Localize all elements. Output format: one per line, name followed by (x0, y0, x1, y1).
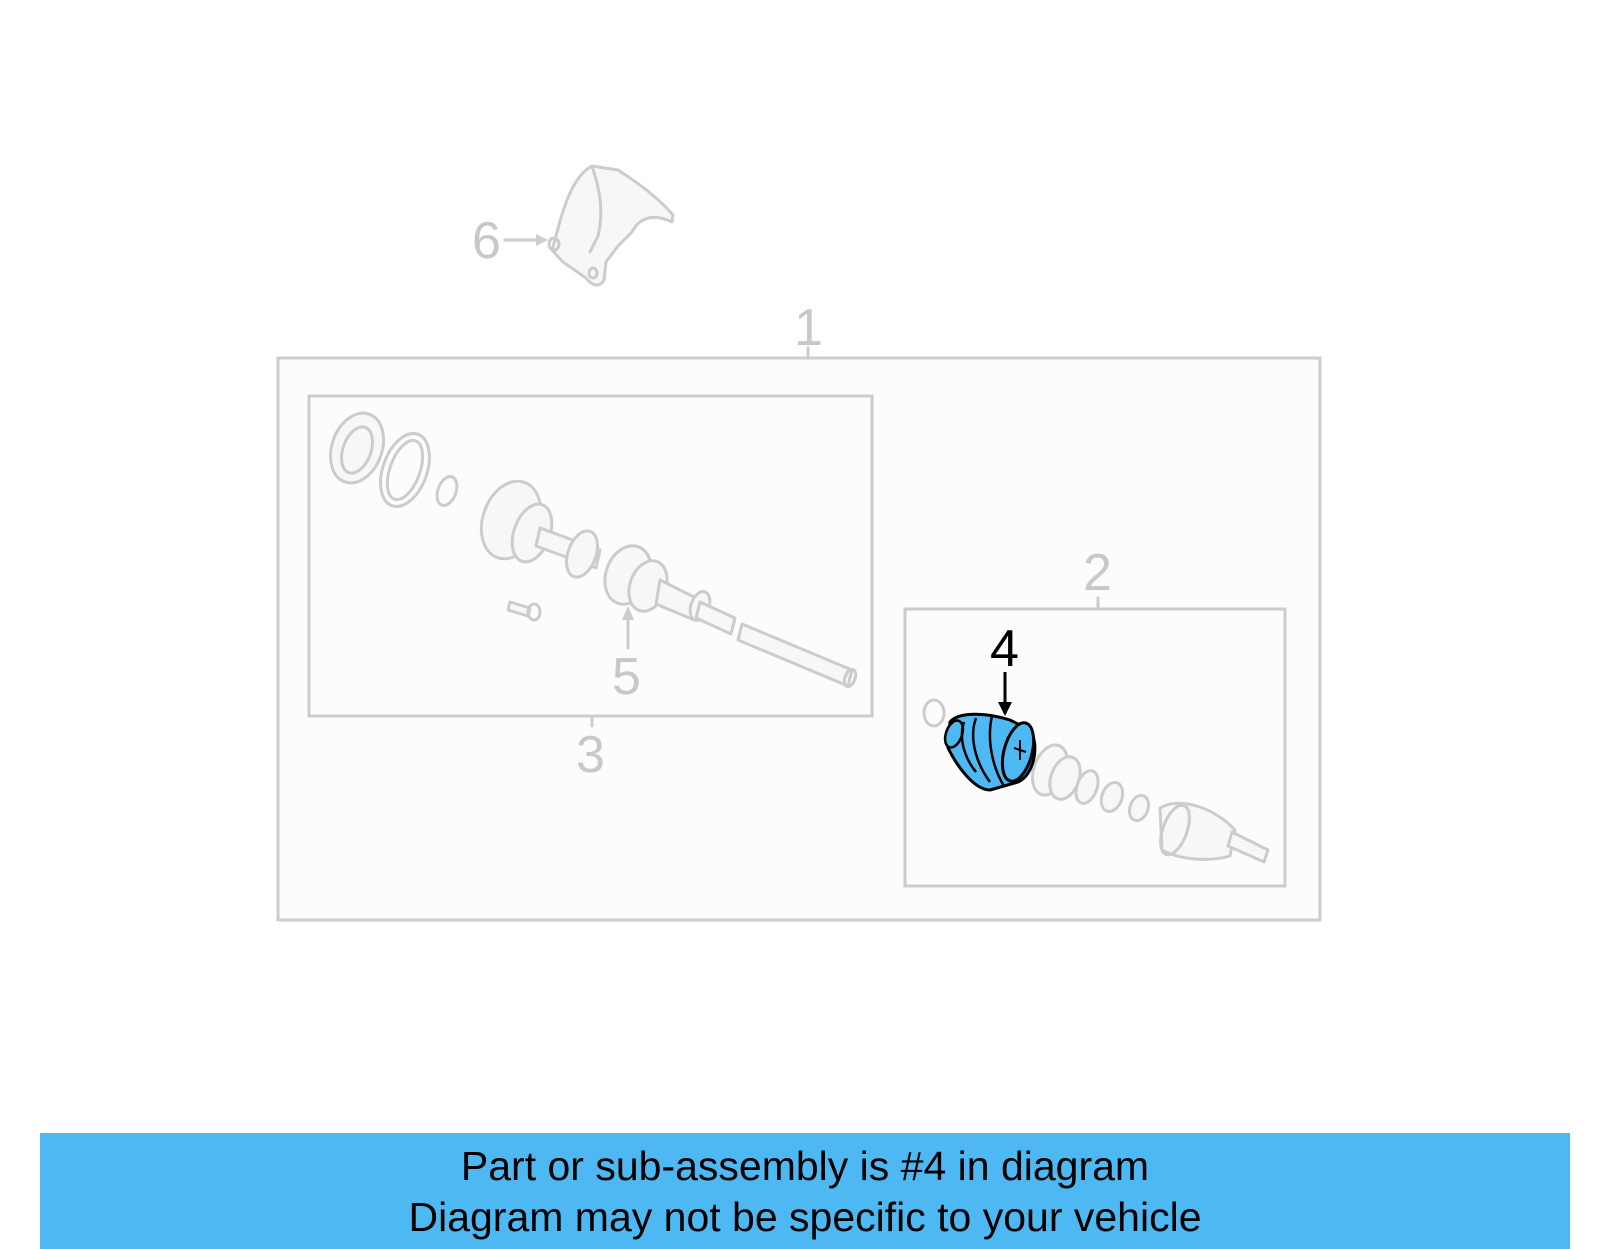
callout-3: 3 (576, 726, 605, 784)
callout-5: 5 (612, 648, 641, 706)
callout-1: 1 (794, 299, 823, 357)
callout-2: 2 (1083, 544, 1112, 602)
banner-line-1: Part or sub-assembly is #4 in diagram (460, 1143, 1150, 1189)
info-banner: Part or sub-assembly is #4 in diagram Di… (40, 1133, 1570, 1249)
highlighted-boot-part-4 (943, 712, 1037, 792)
callout-4: 4 (990, 620, 1019, 678)
banner-line-2: Diagram may not be specific to your vehi… (408, 1194, 1202, 1240)
callout-6: 6 (472, 212, 501, 270)
inner-joint-assembly (328, 411, 858, 689)
outer-joint-assembly (922, 698, 1270, 864)
bracket-part-6 (547, 164, 675, 287)
